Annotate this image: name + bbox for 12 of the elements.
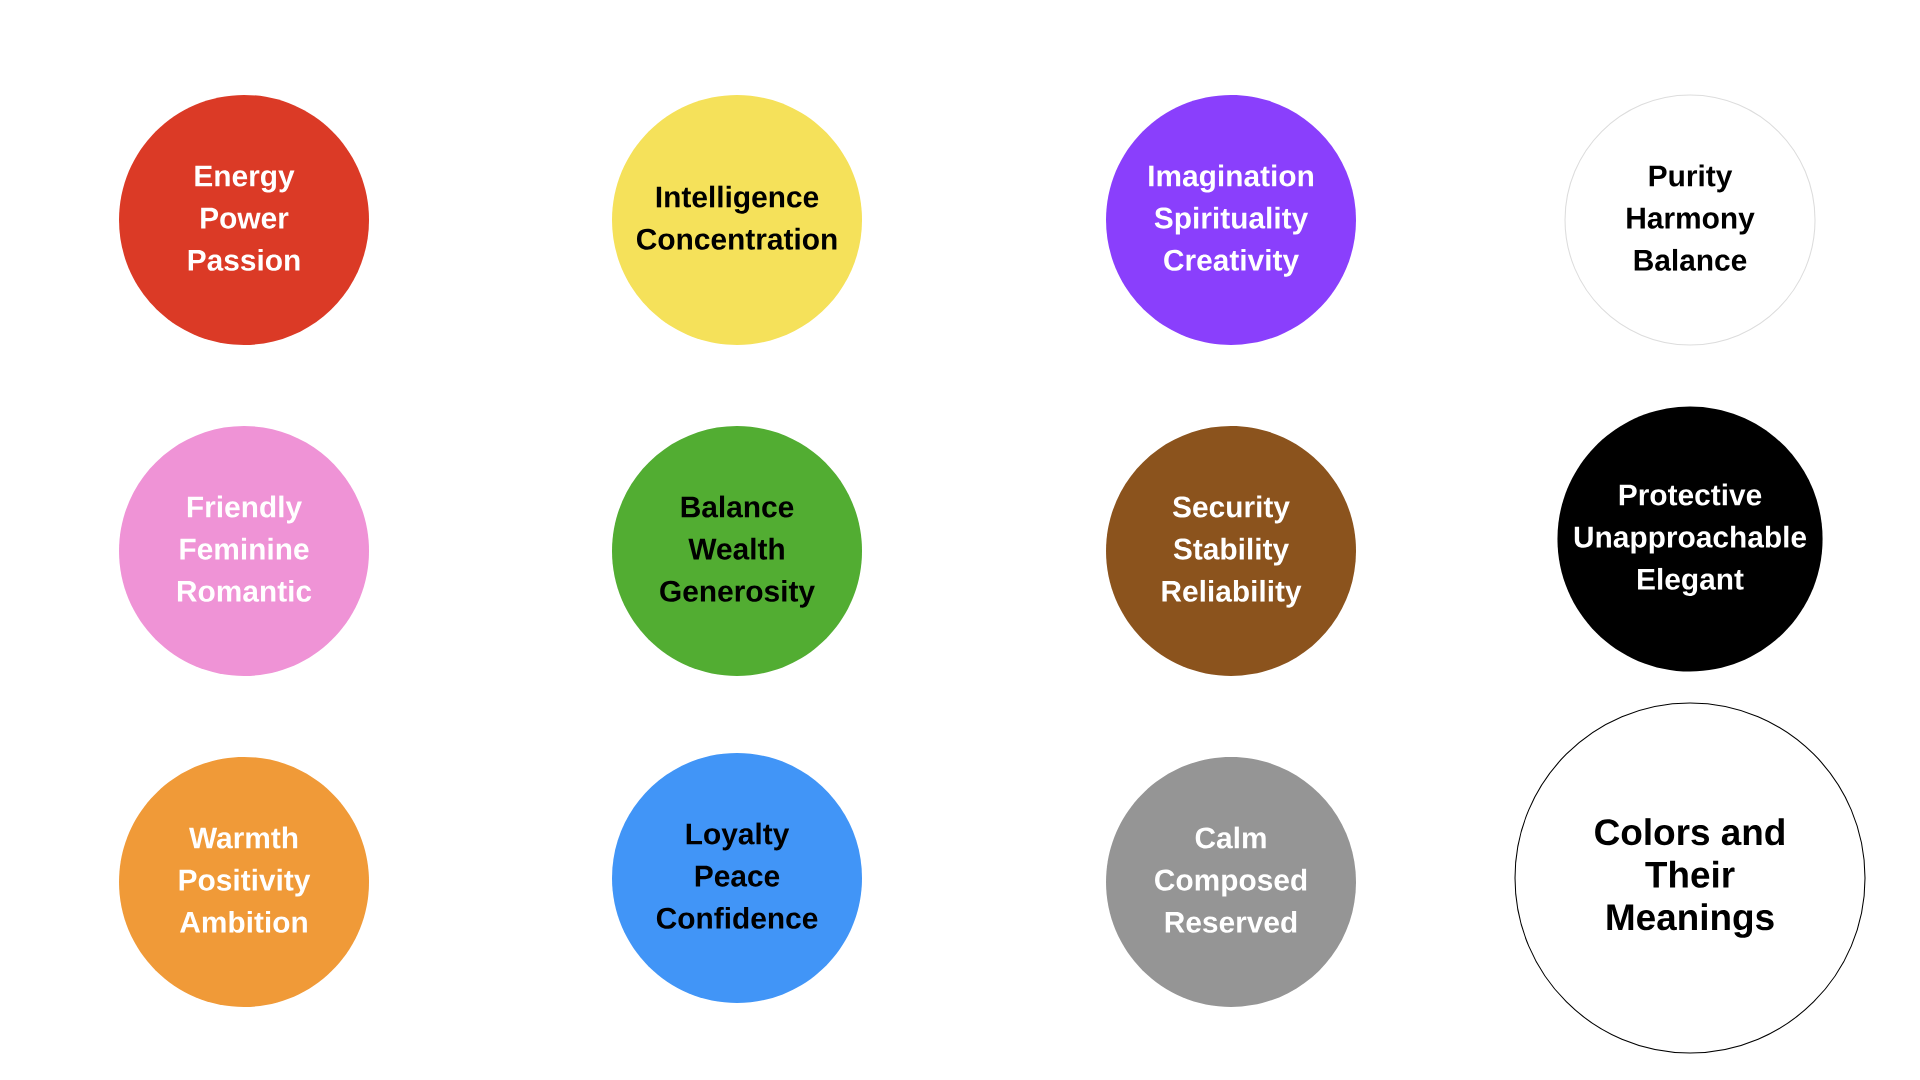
circle-node: Imagination Spirituality Creativity (1106, 94, 1356, 345)
circle-node: Colors and Their Meanings (1514, 702, 1866, 1054)
circle-node: Energy Power Passion (119, 94, 369, 345)
circle-node: Protective Unapproachable Elegant (1557, 406, 1823, 672)
circle-node: Warmth Positivity Ambition (119, 757, 369, 1007)
circle-node: Purity Harmony Balance (1564, 94, 1816, 346)
circle-node: Intelligence Concentration (612, 94, 862, 345)
circle-node: Friendly Feminine Romantic (119, 426, 369, 676)
circle-node: Calm Composed Reserved (1106, 757, 1356, 1007)
circle-node: Security Stability Reliability (1106, 426, 1356, 676)
circle-node: Loyalty Peace Confidence (612, 753, 862, 1003)
circle-node: Balance Wealth Generosity (612, 426, 862, 676)
